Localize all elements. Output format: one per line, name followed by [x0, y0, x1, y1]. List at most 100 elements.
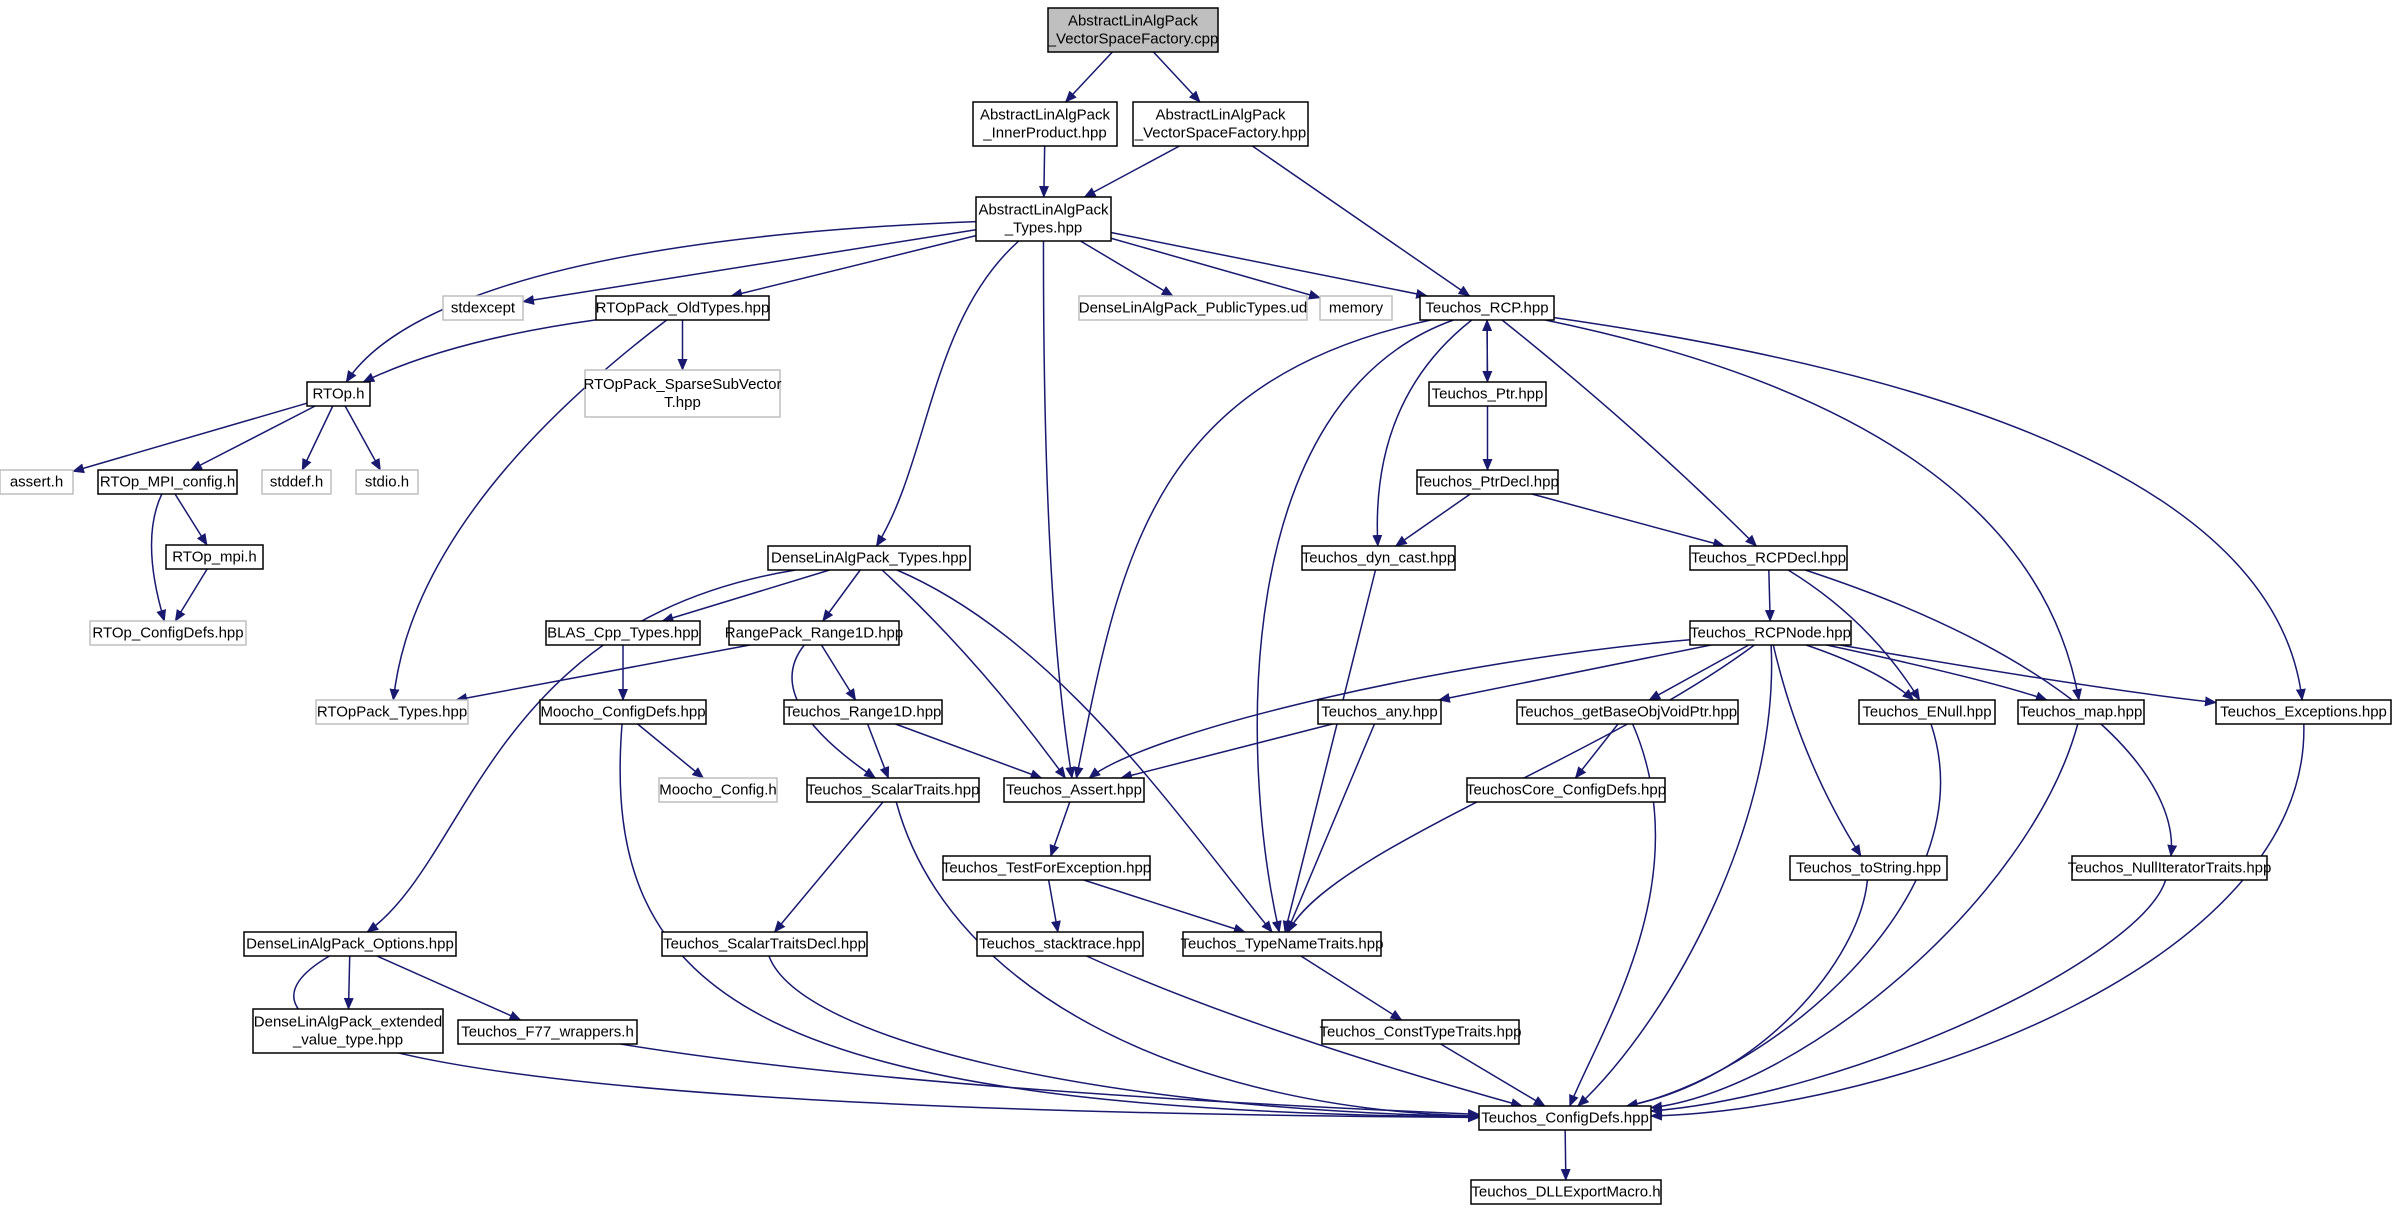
node-trange1d[interactable]: Teuchos_Range1D.hpp: [783, 699, 943, 725]
node-label: TeuchosCore_ConfigDefs.hpp: [1466, 782, 1666, 799]
edge-rcp-to-typename: [1256, 319, 1454, 933]
node-configdefs[interactable]: Teuchos_ConfigDefs.hpp: [1478, 1105, 1652, 1131]
node-dllexport[interactable]: Teuchos_DLLExportMacro.h: [1470, 1179, 1662, 1205]
node-box: [728, 620, 900, 646]
node-box: [658, 777, 778, 803]
node-stddef[interactable]: stddef.h: [261, 469, 332, 495]
node-getbase[interactable]: Teuchos_getBaseObjVoidPtr.hpp: [1516, 699, 1739, 725]
node-mpiconfig[interactable]: RTOp_MPI_config.h: [97, 469, 238, 495]
node-label: DenseLinAlgPack_Options.hpp: [246, 936, 454, 953]
node-box: [442, 295, 524, 321]
node-rtopmpi[interactable]: RTOp_mpi.h: [165, 544, 264, 570]
node-exceptions[interactable]: Teuchos_Exceptions.hpp: [2215, 699, 2392, 725]
edge-rcp-to-assert: [1073, 319, 1431, 779]
edge-dlaoptions-to-f77: [376, 955, 522, 1021]
edge-rcpnode-to-assert: [1088, 639, 1691, 779]
edge-scalardecl-to-configdefs: [768, 955, 1480, 1122]
node-dlatypes[interactable]: DenseLinAlgPack_Types.hpp: [767, 545, 971, 571]
node-label: Teuchos_PtrDecl.hpp: [1416, 474, 1559, 491]
node-innerproduct[interactable]: AbstractLinAlgPack_InnerProduct.hpp: [972, 101, 1118, 147]
node-box: [972, 101, 1118, 147]
node-label: Teuchos_Exceptions.hpp: [2220, 704, 2387, 721]
node-blas[interactable]: BLAS_Cpp_Types.hpp: [545, 620, 701, 646]
node-rcp[interactable]: Teuchos_RCP.hpp: [1419, 295, 1555, 321]
node-box: [2215, 699, 2392, 725]
edge-rtopmpi-to-rtopconfigdefs: [174, 568, 208, 622]
node-range1d[interactable]: RangePack_Range1D.hpp: [725, 620, 903, 646]
node-extvalue[interactable]: DenseLinAlgPack_extended_value_type.hpp: [252, 1008, 444, 1054]
node-dlaoptions[interactable]: DenseLinAlgPack_Options.hpp: [243, 931, 457, 957]
edge-rcp-to-rcpdecl: [1501, 319, 1758, 547]
node-label: Moocho_ConfigDefs.hpp: [540, 704, 705, 721]
node-rcpdecl[interactable]: Teuchos_RCPDecl.hpp: [1689, 545, 1848, 571]
node-moochoconfig[interactable]: Moocho_Config.h: [658, 777, 778, 803]
node-box: [97, 469, 238, 495]
node-label: T.hpp: [664, 394, 701, 411]
node-oldtypes[interactable]: RTOpPack_OldTypes.hpp: [595, 295, 770, 321]
node-ptr[interactable]: Teuchos_Ptr.hpp: [1428, 381, 1547, 407]
edge-any-to-assert: [1120, 723, 1333, 781]
node-typename[interactable]: Teuchos_TypeNameTraits.hpp: [1181, 931, 1384, 957]
node-box: [1319, 295, 1393, 321]
node-box: [2017, 699, 2145, 725]
node-box: [1516, 699, 1739, 725]
node-stacktrace[interactable]: Teuchos_stacktrace.hpp: [976, 931, 1144, 957]
edge-rcpnode-to-any: [1437, 644, 1712, 703]
node-label: Teuchos_ENull.hpp: [1862, 704, 1991, 721]
node-testforexc[interactable]: Teuchos_TestForException.hpp: [942, 855, 1151, 881]
node-label: Teuchos_Assert.hpp: [1006, 782, 1142, 799]
node-box: [976, 931, 1144, 957]
node-tostring[interactable]: Teuchos_toString.hpp: [1789, 855, 1948, 881]
edge-rtoph-to-mpiconfig: [189, 405, 316, 471]
node-alatypes[interactable]: AbstractLinAlgPack_Types.hpp: [975, 196, 1112, 242]
node-label: DenseLinAlgPack_extended: [254, 1014, 442, 1031]
node-label: Teuchos_getBaseObjVoidPtr.hpp: [1518, 704, 1737, 721]
node-root[interactable]: AbstractLinAlgPack_VectorSpaceFactory.cp…: [1047, 7, 1219, 53]
node-box: [457, 1019, 638, 1045]
edge-testforexc-to-typename: [1083, 879, 1246, 934]
node-stdio[interactable]: stdio.h: [355, 469, 419, 495]
node-rtoph[interactable]: RTOp.h: [306, 381, 371, 407]
edge-stacktrace-to-configdefs: [1086, 955, 1524, 1108]
node-dlapublic[interactable]: DenseLinAlgPack_PublicTypes.ud: [1078, 295, 1308, 321]
node-consttype[interactable]: Teuchos_ConstTypeTraits.hpp: [1319, 1019, 1522, 1045]
node-dyncast[interactable]: Teuchos_dyn_cast.hpp: [1301, 545, 1456, 571]
node-vsfactory[interactable]: AbstractLinAlgPack_VectorSpaceFactory.hp…: [1132, 101, 1309, 147]
node-rtopconfigdefs[interactable]: RTOp_ConfigDefs.hpp: [89, 620, 247, 646]
node-coreconfig[interactable]: TeuchosCore_ConfigDefs.hpp: [1466, 777, 1666, 803]
edge-getbase-to-coreconfig: [1574, 723, 1619, 779]
node-box: [1321, 1019, 1520, 1045]
node-scalardecl[interactable]: Teuchos_ScalarTraitsDecl.hpp: [661, 931, 868, 957]
node-box: [243, 931, 457, 957]
node-stdexcept[interactable]: stdexcept: [442, 295, 524, 321]
edge-rcpnode-to-configdefs: [1577, 644, 1773, 1107]
node-asserth[interactable]: assert.h: [0, 469, 74, 495]
edge-dlatypes-to-assert: [881, 569, 1066, 779]
edge-rcpnode-to-getbase: [1648, 644, 1750, 701]
node-map[interactable]: Teuchos_map.hpp: [2017, 699, 2145, 725]
edge-typename-to-consttype: [1300, 955, 1403, 1021]
node-memory[interactable]: memory: [1319, 295, 1393, 321]
node-scalartraits[interactable]: Teuchos_ScalarTraits.hpp: [806, 777, 980, 803]
node-enull[interactable]: Teuchos_ENull.hpp: [1858, 699, 1996, 725]
node-assert[interactable]: Teuchos_Assert.hpp: [1003, 777, 1145, 803]
edge-alatypes-to-dlapublic: [1080, 240, 1174, 297]
node-box: [783, 699, 943, 725]
edge-oldtypes-to-rtoph: [362, 319, 597, 383]
node-rcpnode[interactable]: Teuchos_RCPNode.hpp: [1689, 620, 1852, 646]
node-box: [1789, 855, 1948, 881]
node-box: [1416, 469, 1559, 495]
node-label: AbstractLinAlgPack: [1068, 13, 1199, 30]
node-rtoppacktypes[interactable]: RTOpPack_Types.hpp: [315, 699, 469, 725]
node-label: Teuchos_map.hpp: [2020, 704, 2143, 721]
node-box: [0, 469, 74, 495]
edge-trange1d-to-scalartraits: [866, 723, 890, 779]
node-any[interactable]: Teuchos_any.hpp: [1317, 699, 1442, 725]
node-moochoconfigdefs[interactable]: Moocho_ConfigDefs.hpp: [539, 699, 707, 725]
edge-configdefs-to-dllexport: [1560, 1129, 1571, 1181]
node-ptrdecl[interactable]: Teuchos_PtrDecl.hpp: [1416, 469, 1559, 495]
node-f77[interactable]: Teuchos_F77_wrappers.h: [457, 1019, 638, 1045]
node-box: [1078, 295, 1308, 321]
node-nulliter[interactable]: Teuchos_NullIteratorTraits.hpp: [2068, 855, 2272, 881]
